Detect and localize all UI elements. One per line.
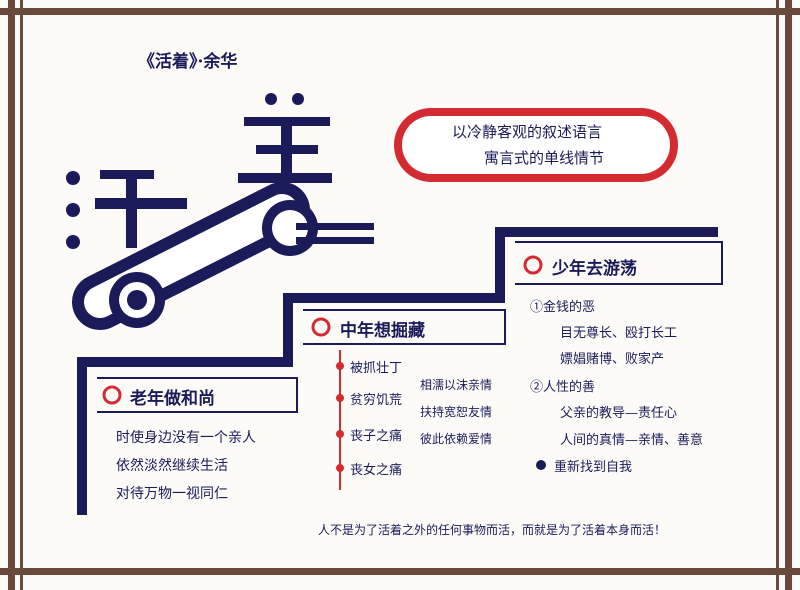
old-circle [102,385,122,405]
young-point-1-line-2: 嫖娼赌博、败家产 [560,352,665,367]
middle-title: 中年想掘藏 [340,321,425,341]
middle-box [303,309,506,345]
capsule-line-2: 寓言式的单线情节 [484,149,605,167]
old-line-2: 依然淡然继续生活 [116,458,228,474]
old-box [97,377,298,413]
art-yang-vert [281,117,292,183]
art-yang-dot-1 [265,93,277,105]
art-yang-dot-2 [292,93,304,105]
frame-top [0,8,800,15]
frame-right [785,0,792,590]
young-point-2: ②人性的善 [530,380,596,395]
young-point-1-line-1: 目无尊长、殴打长工 [560,326,678,341]
young-point-3: 重新找到自我 [554,460,633,475]
point3-dot [536,460,546,470]
middle-result-1: 相濡以沫亲情 [420,378,493,392]
timeline-dot-2 [336,394,344,402]
conclusion-text: 人不是为了活着之外的任何事物而活，而就是为了活着本身而活！ [318,523,667,537]
young-box [515,241,723,285]
art-water-dot-1 [66,171,80,185]
young-point-1: ①金钱的恶 [530,300,596,315]
timeline-dot-4 [336,464,344,472]
middle-timeline-2: 贫穷饥荒 [350,393,403,408]
frame-right-inner [776,0,779,590]
old-title: 老年做和尚 [130,389,215,409]
middle-result-2: 扶持宽恕友情 [420,405,493,419]
art-bar-right-2 [296,237,374,244]
middle-timeline-1: 被抓壮丁 [350,361,403,376]
frame-left-inner [20,0,23,590]
old-line-1: 时使身边没有一个亲人 [116,430,256,446]
young-point-2-line-1: 父亲的教导—责任心 [560,406,678,421]
frame-bottom [0,568,800,575]
middle-circle [311,317,331,337]
book-title: 《活着》·余华 [138,52,238,72]
art-bar-right-1 [296,223,374,230]
young-point-2-line-2: 人间的真情—亲情、善意 [560,433,704,448]
middle-timeline-4: 丧女之痛 [350,463,403,478]
art-qian-mid [95,198,187,209]
young-circle [523,255,543,275]
timeline-dot-1 [336,362,344,370]
young-title: 少年去游荡 [552,259,637,279]
capsule-line-1: 以冷静客观的叙述语言 [452,123,603,141]
art-conveyor [72,182,318,330]
frame-left [8,0,15,590]
art-qian-vert [126,170,137,248]
art-water-dot-3 [66,235,80,249]
middle-timeline-3: 丧子之痛 [350,429,403,444]
old-line-3: 对待万物一视同仁 [116,486,228,502]
timeline-dot-3 [336,430,344,438]
middle-result-3: 彼此依赖爱情 [420,432,493,446]
capsule-inner [402,116,670,174]
art-water-dot-2 [66,203,80,217]
staircase-line [77,227,718,515]
